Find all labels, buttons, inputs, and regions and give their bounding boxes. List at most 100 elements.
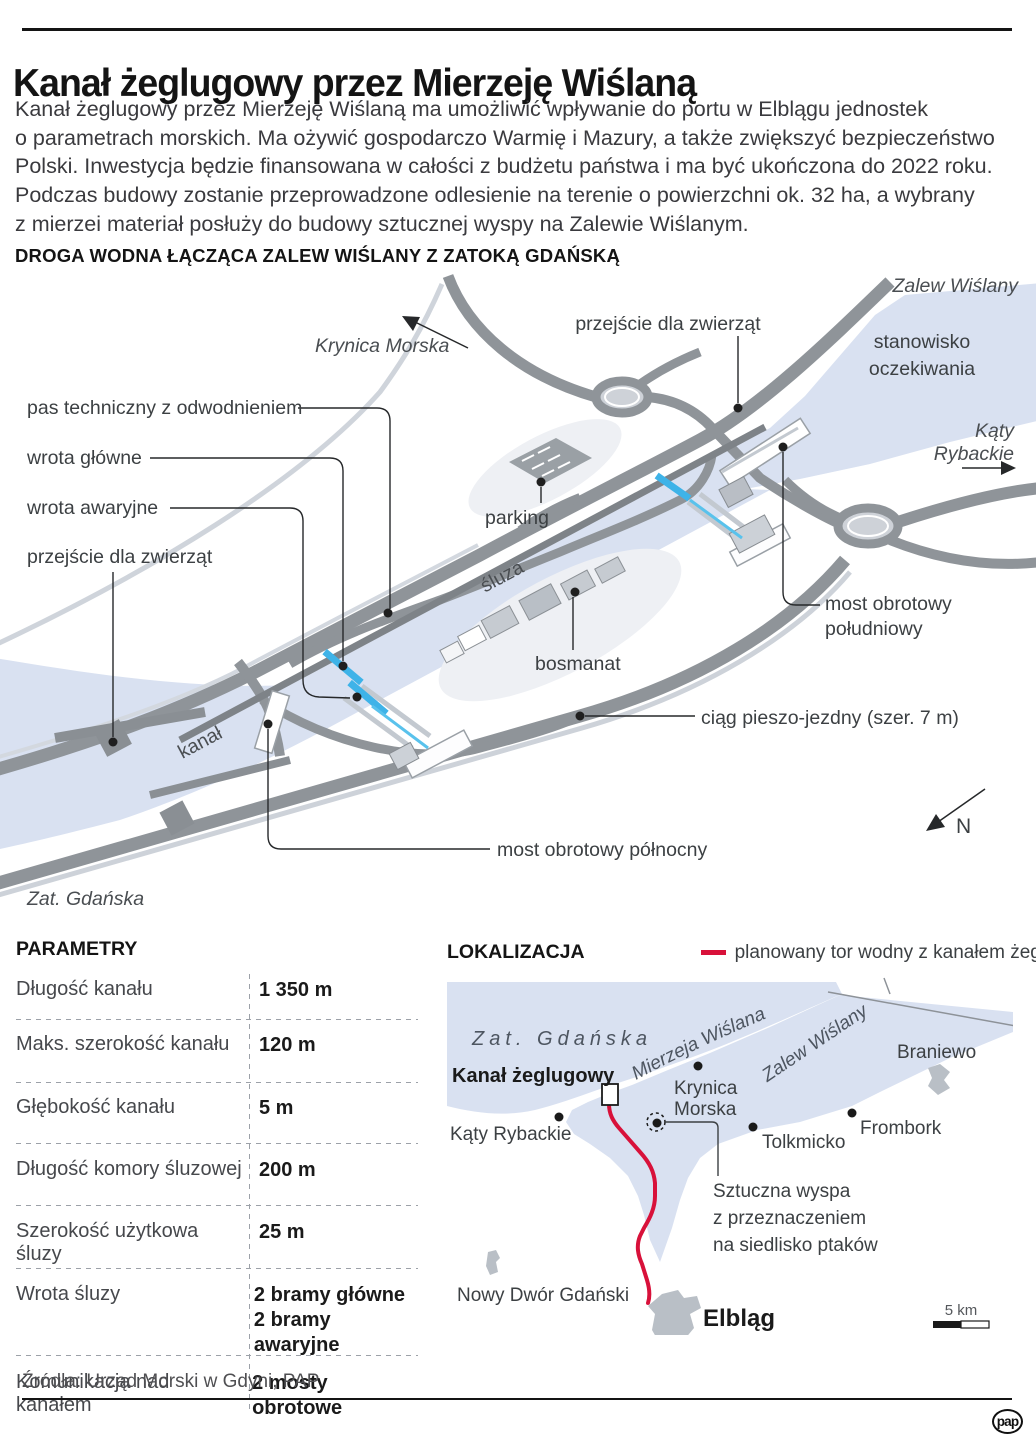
coastline-shading bbox=[0, 283, 445, 646]
map-town-dots bbox=[554, 1061, 857, 1132]
braniewo-town-shape bbox=[928, 1064, 950, 1095]
map-label-braniewo: Braniewo bbox=[897, 1042, 976, 1063]
north-arrow-icon bbox=[926, 788, 986, 831]
map-coastline-tick bbox=[883, 977, 891, 995]
katy-arrow-icon bbox=[962, 461, 1016, 475]
param-label: Długość komory śluzowej bbox=[16, 1158, 242, 1180]
label-south-bridge: most obrotowy bbox=[825, 593, 952, 615]
intro-line: z mierzei materiał posłuży do budowy szt… bbox=[15, 211, 749, 236]
map-water-vistula-lagoon bbox=[566, 995, 1013, 1262]
road-south-crossing bbox=[647, 392, 843, 529]
param-value-line: 2 bramy główne bbox=[253, 1284, 406, 1306]
sources-line: Źródła: Urząd Morski w Gdyni, PAP bbox=[22, 1371, 320, 1392]
intro-line: Podczas budowy zostanie przeprowadzone o… bbox=[15, 183, 975, 208]
label-harbour-office: bosmanat bbox=[535, 653, 621, 675]
parameters-table: Długość kanału 1 350 m Maks. szerokość k… bbox=[16, 972, 418, 1419]
label-pedestrian-road: ciąg pieszo-jezdny (szer. 7 m) bbox=[701, 707, 959, 729]
quay-north bbox=[54, 707, 206, 743]
callout-lines bbox=[112, 336, 820, 850]
island-callout-line bbox=[665, 1121, 719, 1176]
intro-line: o parametrach morskich. Ma ożywić gospod… bbox=[15, 125, 995, 150]
map-scale-bar bbox=[933, 1320, 990, 1329]
label-animal-crossing-top: przejście dla zwierząt bbox=[575, 313, 761, 335]
road-edge-shading bbox=[0, 570, 852, 898]
diagram-section-title: DROGA WODNA ŁĄCZĄCA ZALEW WIŚLANY Z ZATO… bbox=[15, 245, 621, 266]
table-row: Głębokość kanału 5 m bbox=[16, 1083, 418, 1144]
label-main-gates: wrota główne bbox=[26, 447, 142, 469]
intro-paragraph: Kanał żeglugowy przez Mierzeję Wiślaną m… bbox=[15, 95, 995, 239]
service-road-north bbox=[287, 454, 717, 668]
label-emergency-gates: wrota awaryjne bbox=[26, 497, 158, 519]
location-section-header: LOKALIZACJA planowany tor wodny z kanałe… bbox=[447, 941, 1036, 964]
param-value: 2 mosty obrotowe bbox=[252, 1372, 343, 1419]
road-to-katy bbox=[896, 482, 1036, 528]
terrain-patch bbox=[438, 548, 682, 702]
guide-wall-highlight bbox=[689, 498, 743, 540]
krynica-arrow-icon bbox=[402, 316, 469, 349]
param-value: 5 m bbox=[259, 1097, 294, 1119]
param-value: 2 bramy główne 2 bramy awaryjne bbox=[245, 1283, 418, 1358]
map-label-frombork: Frombork bbox=[860, 1118, 942, 1139]
guide-wall-highlight bbox=[371, 704, 429, 750]
param-label: Wrota śluzy bbox=[16, 1283, 121, 1305]
intro-line: Kanał żeglugowy przez Mierzeję Wiślaną m… bbox=[15, 97, 928, 121]
label-south-bridge: południowy bbox=[825, 618, 923, 640]
map-coastline bbox=[827, 991, 1013, 1027]
param-label: Szerokość użytkowa śluzy bbox=[16, 1220, 199, 1265]
page-title: Kanał żeglugowy przez Mierzeję Wiślaną bbox=[13, 62, 697, 106]
roundabout-east bbox=[833, 503, 903, 549]
parking-lot bbox=[509, 438, 592, 483]
table-row: Długość komory śluzowej 200 m bbox=[16, 1144, 418, 1206]
elblag-town-shape bbox=[648, 1290, 701, 1335]
param-value: 120 m bbox=[259, 1034, 316, 1056]
lock-gate-east bbox=[654, 472, 692, 502]
map-scale-label: 5 km bbox=[945, 1302, 978, 1319]
param-value-line: 2 bramy awaryjne bbox=[253, 1309, 340, 1356]
harbour-buildings bbox=[439, 556, 626, 664]
table-row: Wrota śluzy 2 bramy główne 2 bramy awary… bbox=[16, 1269, 418, 1356]
label-north-bridge: most obrotowy północny bbox=[497, 839, 708, 861]
road-to-krynica bbox=[442, 274, 598, 403]
roundabout-west bbox=[591, 376, 653, 418]
road-link bbox=[637, 347, 702, 388]
canal-diagram: Zalew Wiślany Krynica Morska przejście d… bbox=[0, 274, 1036, 910]
map-label-elblag: Elbląg bbox=[703, 1305, 775, 1332]
south-rotating-bridge bbox=[718, 417, 812, 509]
label-krynica-morska: Krynica Morska bbox=[315, 335, 450, 357]
map-label-krynica: Krynica bbox=[674, 1078, 738, 1099]
jetty-west bbox=[342, 683, 474, 779]
location-map: Zat. Gdańska Mierzeja Wiślana Zalew Wiśl… bbox=[447, 977, 1013, 1335]
label-katy-rybackie: Kąty bbox=[975, 420, 1015, 442]
nowy-dwor-town-shape bbox=[486, 1250, 500, 1275]
param-value: 25 m bbox=[259, 1221, 305, 1243]
param-label: Długość kanału bbox=[16, 978, 153, 1000]
label-zalew-wislany: Zalew Wiślany bbox=[891, 275, 1019, 297]
callout-dots bbox=[108, 403, 788, 747]
table-row: Maks. szerokość kanału 120 m bbox=[16, 1020, 418, 1083]
map-label-gdansk-bay: Zat. Gdańska bbox=[471, 1028, 652, 1050]
table-row: Długość kanału 1 350 m bbox=[16, 972, 418, 1020]
road-southeast bbox=[888, 535, 1036, 569]
planned-route-line bbox=[607, 1084, 657, 1305]
label-animal-crossing-left: przejście dla zwierząt bbox=[27, 546, 213, 568]
label-north: N bbox=[956, 815, 971, 838]
param-value: 200 m bbox=[259, 1159, 316, 1181]
label-parking: parking bbox=[485, 507, 549, 529]
map-water-gdansk-bay bbox=[447, 982, 842, 1114]
top-rule bbox=[22, 28, 1012, 31]
param-value: 1 350 m bbox=[259, 979, 333, 1001]
map-label-krynica: Morska bbox=[674, 1099, 737, 1120]
param-label: Głębokość kanału bbox=[16, 1096, 175, 1118]
map-label-nowy-dwor: Nowy Dwór Gdański bbox=[457, 1285, 629, 1306]
jetty-east bbox=[686, 492, 792, 568]
lock-gate-emergency bbox=[347, 679, 389, 717]
route-legend-label: planowany tor wodny z kanałem żeglugowym bbox=[734, 941, 1036, 963]
label-waiting-area: oczekiwania bbox=[869, 358, 975, 380]
map-label-island: z przeznaczeniem bbox=[713, 1208, 866, 1229]
parameters-section: PARAMETRY Długość kanału 1 350 m Maks. s… bbox=[16, 938, 418, 1419]
map-label-island: na siedlisko ptaków bbox=[713, 1235, 878, 1256]
pap-logo: pap bbox=[992, 1409, 1023, 1434]
bottom-rule bbox=[22, 1398, 1012, 1400]
quay-south bbox=[149, 756, 291, 799]
